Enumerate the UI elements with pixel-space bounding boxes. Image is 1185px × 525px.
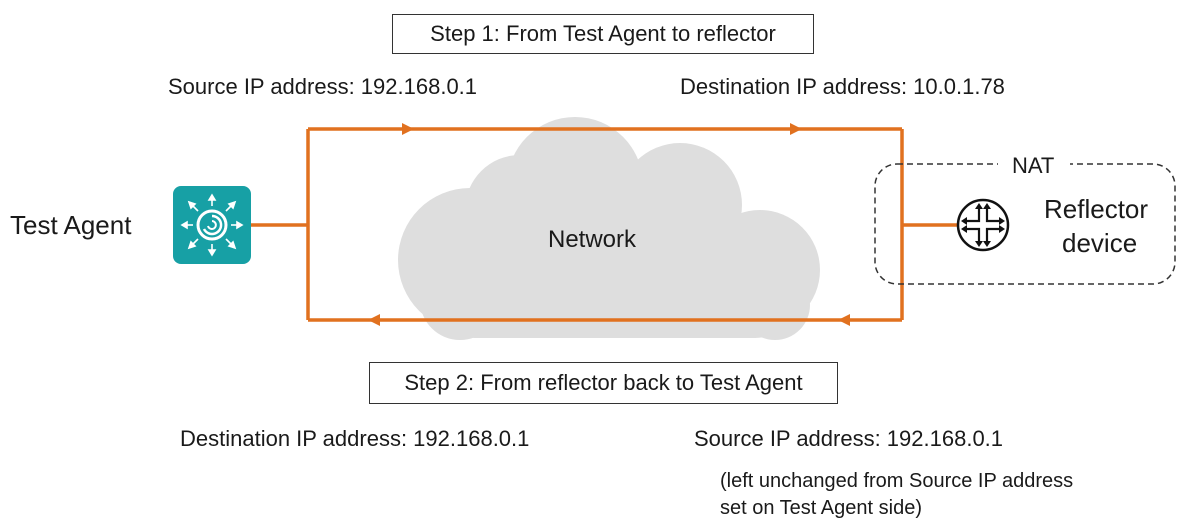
source-note-line2: set on Test Agent side) [720,497,922,519]
source-note-line1: (left unchanged from Source IP address [720,470,1074,492]
top-destination-ip-label: Destination IP address: 10.0.1.78 [680,74,1005,99]
step2-box: Step 2: From reflector back to Test Agen… [369,362,838,404]
arrow-left-1 [838,314,850,326]
network-label: Network [548,226,637,253]
top-source-ip-label: Source IP address: 192.168.0.1 [168,74,478,99]
flow-arrows [368,123,850,326]
arrow-left-2 [368,314,380,326]
nat-label-background [998,152,1070,180]
bottom-source-ip-label: Source IP address: 192.168.0.1 [694,426,1004,451]
network-cloud [398,117,820,340]
test-agent-icon [173,186,251,264]
bottom-destination-ip-label: Destination IP address: 192.168.0.1 [180,426,530,451]
router-icon [956,198,1010,252]
nat-label: NAT [1012,153,1055,178]
step2-label: Step 2: From reflector back to Test Agen… [404,370,803,395]
step1-box: Step 1: From Test Agent to reflector [392,14,814,54]
arrow-right-2 [790,123,802,135]
arrow-right-1 [402,123,414,135]
step1-label: Step 1: From Test Agent to reflector [430,21,776,46]
test-agent-label: Test Agent [10,210,132,240]
reflector-label-line1: Reflector [1044,194,1149,224]
reflector-label-line2: device [1062,228,1138,258]
